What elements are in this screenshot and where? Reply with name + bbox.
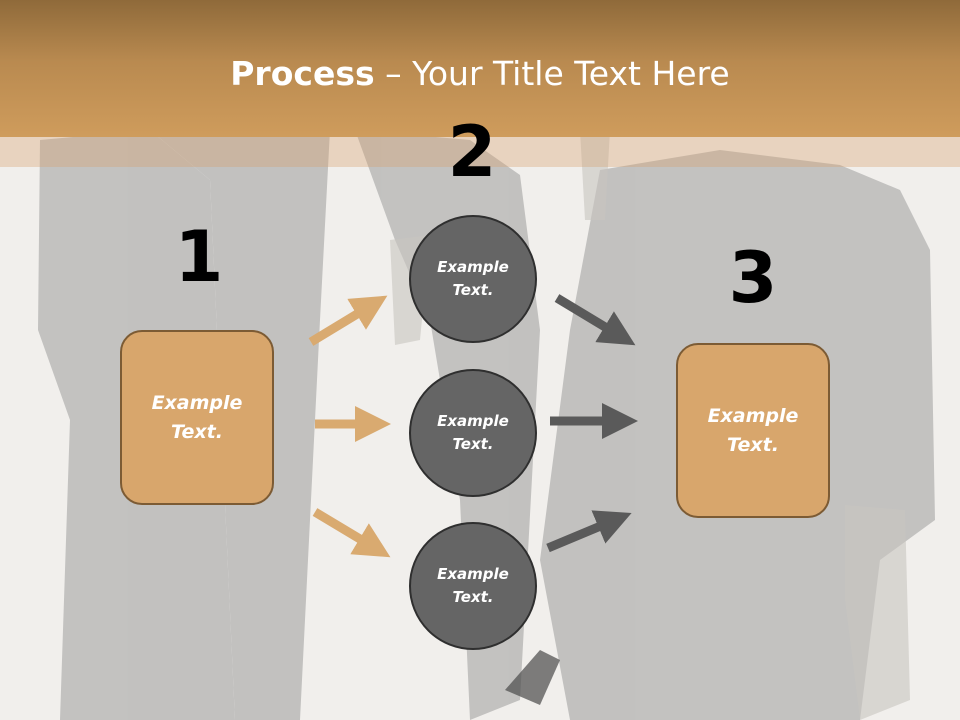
step-3-text: Example Text.	[707, 404, 799, 456]
title-bold: Process	[230, 54, 375, 93]
step-number-1: 1	[174, 216, 224, 298]
step-2-circle-middle: Example Text.	[409, 369, 537, 497]
step-2-circle-bottom: Example Text.	[409, 522, 537, 650]
step-2-circle-top: Example Text.	[409, 215, 537, 343]
slide-title: Process – Your Title Text Here	[0, 52, 960, 96]
header-bar	[0, 0, 960, 137]
step-3-box: Example Text.	[676, 343, 830, 518]
circle-2-text: Example Text.	[437, 412, 509, 453]
arrow-from-circle-bottom	[546, 510, 632, 553]
step-number-3: 3	[728, 237, 778, 319]
circle-1-text: Example Text.	[437, 258, 509, 299]
header-band	[0, 137, 960, 167]
arrow-to-circle-bottom	[312, 508, 391, 558]
arrow-from-circle-top	[554, 294, 636, 346]
step-number-2: 2	[447, 111, 497, 193]
step-1-text: Example Text.	[151, 391, 243, 443]
circle-3-text: Example Text.	[437, 565, 509, 606]
step-1-box: Example Text.	[120, 330, 274, 505]
arrow-to-circle-top	[308, 295, 388, 346]
title-rest: – Your Title Text Here	[374, 54, 730, 93]
